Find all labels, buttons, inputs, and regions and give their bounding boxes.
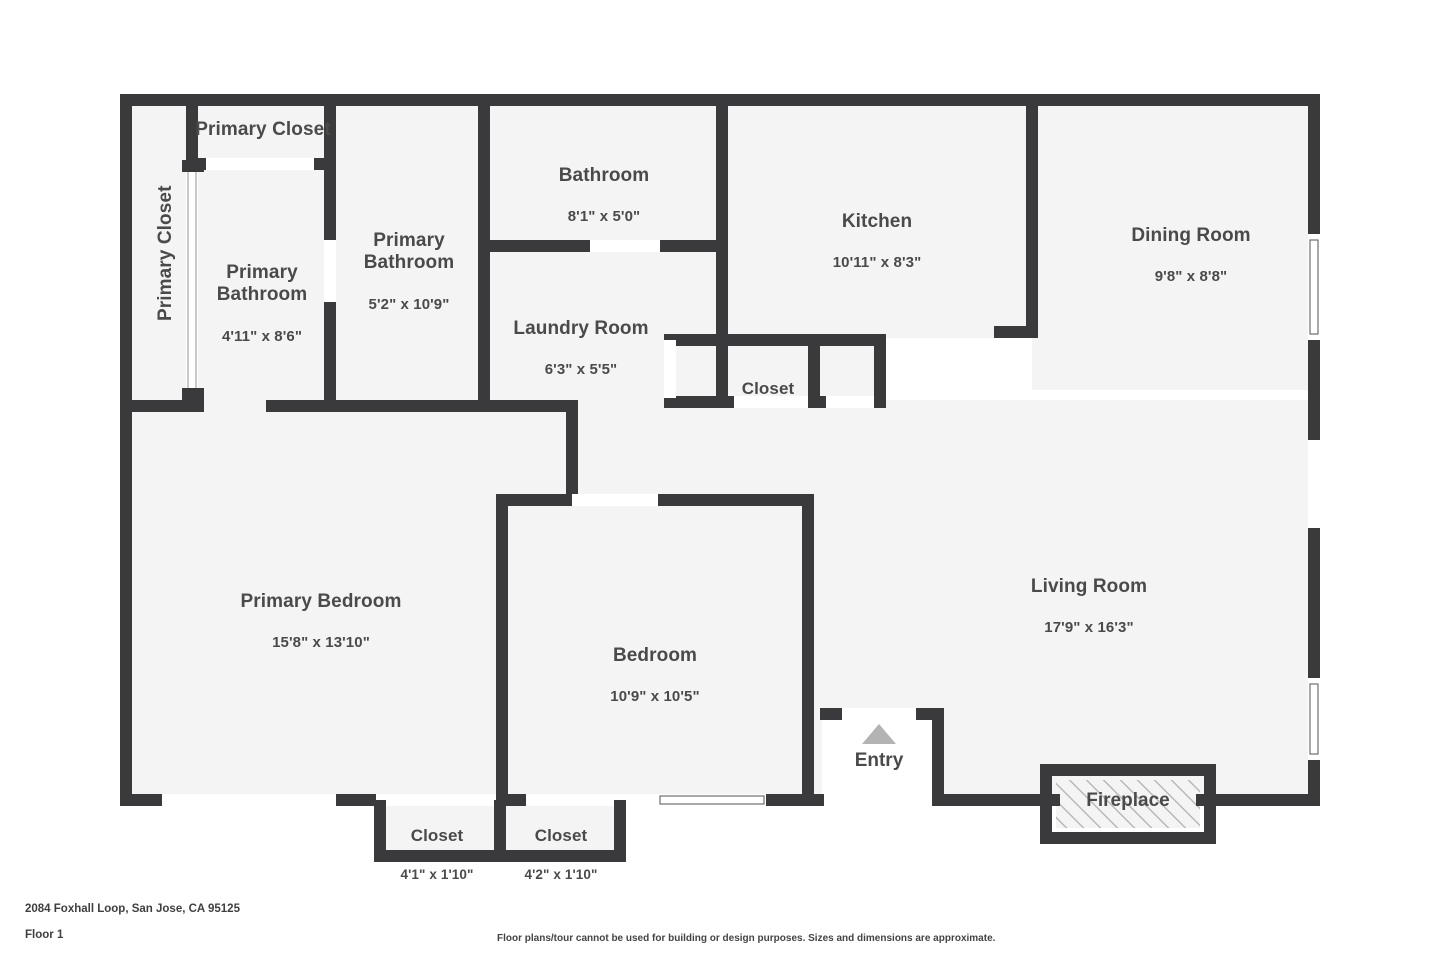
- door-primary-closet-left[interactable]: [186, 164, 198, 394]
- wall-closet-block-top: [664, 334, 886, 346]
- wall-entry-right: [932, 708, 944, 806]
- wall-closet-block-bottom-a: [664, 396, 734, 408]
- wall-closet-block-bottom-c: [874, 396, 886, 408]
- fill-bathroom: [486, 98, 722, 246]
- window-bedroom-bottom: [526, 794, 766, 806]
- wall-bedroom-left: [496, 494, 508, 806]
- wall-primary-bath-left-right: [324, 94, 336, 164]
- fill-entry-notch: [822, 710, 944, 810]
- window-primary-bedroom-bottom: [162, 794, 336, 806]
- wall-primary-bath-left-bottom: [324, 398, 336, 412]
- door-closet-hall-mid[interactable]: [734, 396, 808, 408]
- wall-exterior-right-c: [1308, 528, 1320, 678]
- wall-exterior-bottom-e: [938, 794, 1060, 806]
- wall-entry-top-a: [820, 708, 842, 720]
- wall-bathroom-laundry-a: [486, 240, 590, 252]
- wall-exterior-right-a: [1308, 94, 1320, 234]
- wall-exterior-left-lower: [120, 400, 132, 806]
- window-dining-right: [1308, 234, 1320, 340]
- wall-bathroom-laundry-b: [660, 240, 722, 252]
- wall-exterior-left-upper: [120, 94, 132, 410]
- wall-exterior-bottom-b: [336, 794, 376, 806]
- wall-fireplace-box: [1040, 764, 1216, 844]
- door-primary-closet-top[interactable]: [206, 158, 314, 170]
- wall-bath-door-jamb-upper: [324, 160, 336, 240]
- wall-bathroom-kitchen: [716, 98, 728, 346]
- wall-primary-bath-right-east: [478, 98, 490, 406]
- wall-kitchen-dining: [1026, 98, 1038, 338]
- door-bathroom[interactable]: [590, 240, 660, 252]
- window-living-right-upper: [1308, 440, 1320, 528]
- wall-closet-div-bottom: [494, 800, 506, 862]
- fill-primary-bathroom-left: [188, 160, 336, 410]
- wall-closet-bottom-row: [374, 850, 626, 862]
- wall-closet-br-right: [614, 800, 626, 862]
- wall-bath-door-jamb-lower: [324, 302, 336, 410]
- wall-exterior-bottom-f: [1196, 794, 1320, 806]
- wall-mid-horizontal-c: [266, 400, 578, 412]
- floor-label: Floor 1: [25, 929, 64, 941]
- wall-exterior-right-b: [1308, 340, 1320, 440]
- wall-exterior-bottom-a: [120, 794, 162, 806]
- wall-closet-block-right: [874, 334, 886, 408]
- wall-closet-left-jamb-bottom: [182, 388, 204, 400]
- wall-kitchen-south: [994, 326, 1038, 338]
- wall-mid-horizontal-b: [182, 400, 204, 412]
- fill-dining-room: [1032, 98, 1320, 390]
- walls: [120, 94, 1320, 862]
- door-bedroom[interactable]: [572, 494, 658, 506]
- door-closet-hall-left[interactable]: [664, 340, 676, 398]
- property-address: 2084 Foxhall Loop, San Jose, CA 95125: [25, 903, 240, 915]
- fill-primary-bathroom-right: [334, 98, 484, 406]
- wall-closet-div-2: [808, 334, 820, 408]
- fill-kitchen: [722, 98, 1030, 338]
- window-living-right-lower: [1308, 678, 1320, 760]
- wall-bedroom-top-a: [496, 494, 572, 506]
- fill-primary-closet-left: [120, 94, 198, 410]
- wall-primary-closet-top-bottom-a: [186, 158, 206, 170]
- fill-fireplace: [1056, 780, 1200, 828]
- wall-closet-div-1: [716, 334, 728, 408]
- door-between-bathrooms[interactable]: [324, 238, 336, 306]
- door-entry[interactable]: [842, 708, 916, 720]
- wall-hall-link-right: [566, 406, 578, 502]
- wall-mid-horizontal-a: [120, 400, 200, 412]
- fill-lower-main: [120, 400, 1320, 806]
- room-fills: [120, 94, 1320, 862]
- door-closet-hall-right[interactable]: [826, 396, 874, 408]
- wall-closet-block-bottom-b: [808, 396, 826, 408]
- disclaimer-text: Floor plans/tour cannot be used for buil…: [497, 933, 996, 944]
- wall-bedroom-right: [802, 494, 814, 806]
- wall-bedroom-top-b: [658, 494, 814, 506]
- wall-primary-closet-divider: [186, 94, 198, 164]
- wall-exterior-bottom-d: [766, 794, 824, 806]
- wall-closet-bl-left: [374, 800, 386, 862]
- window-closet-left-bottom: [376, 794, 496, 806]
